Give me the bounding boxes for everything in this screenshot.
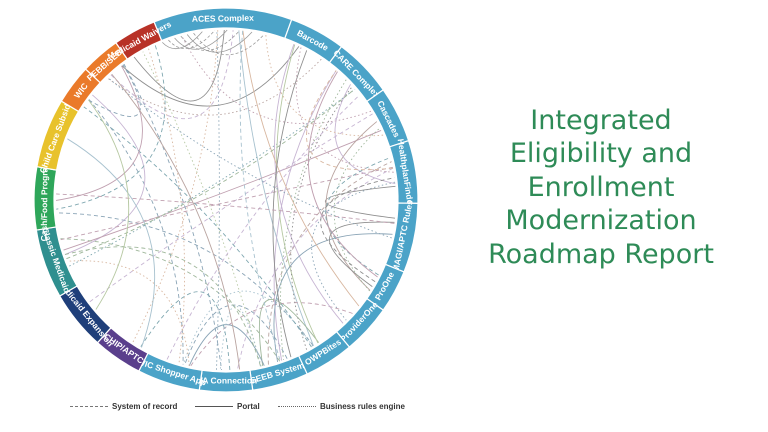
solid-line-swatch [195, 406, 233, 407]
chord-link [60, 238, 281, 362]
chord-link [276, 44, 319, 344]
title-line: Roadmap Report [488, 238, 714, 270]
chord-link [133, 29, 225, 102]
chord-link [237, 167, 394, 370]
chord-link [258, 299, 319, 367]
chord-link [216, 30, 220, 370]
chord-link [186, 31, 253, 53]
chord-link [190, 302, 353, 367]
title-line: Modernization [505, 205, 697, 237]
chord-link [265, 34, 384, 137]
chord-link [110, 30, 234, 120]
legend-label: Business rules engine [320, 402, 405, 411]
title-line: Enrollment [527, 171, 675, 203]
chord-link [180, 30, 240, 51]
chord-link [64, 246, 262, 367]
inner-circle [54, 28, 398, 372]
chord-link [333, 127, 381, 292]
chord-link [181, 35, 372, 125]
chord-link [88, 99, 184, 365]
title-line: Eligibility and [509, 138, 693, 170]
chord-link [64, 94, 146, 255]
chord-link [238, 30, 314, 346]
chord-link [111, 73, 241, 370]
chord-link [311, 181, 396, 321]
chord-link [56, 193, 395, 224]
chord-link [89, 113, 373, 303]
chord-link [107, 58, 322, 116]
dashed-line-swatch [70, 406, 108, 407]
chord-link [182, 290, 314, 365]
chord-link [174, 29, 228, 50]
chord-link [69, 88, 356, 267]
connection-chords [54, 28, 398, 372]
chord-link [166, 94, 360, 360]
segment-label: WA Connection [195, 375, 257, 385]
chord-link [148, 48, 186, 364]
chord-link [325, 121, 378, 291]
segment-label: Cash/Food Programs [39, 155, 50, 241]
chord-link [334, 84, 396, 185]
segment-label: ACES Complex [192, 13, 254, 24]
chord-link [162, 31, 203, 50]
legend-label: System of record [112, 402, 178, 411]
chord-link [184, 304, 288, 366]
chord-link [239, 30, 281, 362]
legend-item-system-of-record: System of record [70, 402, 177, 411]
legend-item-business-rules-engine: Business rules engine [278, 402, 405, 411]
chord-link [56, 45, 166, 210]
chord-link [66, 88, 356, 260]
chord-link [274, 43, 344, 324]
chord-link [63, 130, 382, 251]
chord-link [242, 30, 360, 307]
legend-label: Portal [237, 402, 260, 411]
chord-link [140, 291, 231, 370]
chord-link [272, 50, 308, 358]
chord-link [219, 305, 262, 370]
report-title: Integrated Eligibility and Enrollment Mo… [470, 104, 732, 271]
chord-link [67, 138, 156, 348]
chord-link [273, 233, 393, 363]
title-line: Integrated [530, 105, 672, 136]
chord-link [142, 51, 262, 367]
chord-link [56, 212, 314, 347]
legend-item-portal: Portal [195, 402, 260, 411]
chord-link [308, 71, 378, 278]
chord-link [329, 221, 395, 287]
chord-link [320, 177, 395, 283]
chord-link [273, 70, 337, 361]
chord-link [88, 99, 130, 310]
chord-link [121, 46, 300, 107]
chord-link [83, 106, 312, 348]
chord-link [290, 86, 353, 350]
dotted-line-swatch [278, 406, 316, 407]
ring-segment [115, 21, 163, 60]
chord-link [188, 324, 265, 367]
chord-link [60, 166, 393, 241]
chord-link [55, 65, 143, 201]
chord-link [193, 32, 265, 56]
chord-link [107, 77, 392, 239]
chord-link [306, 70, 394, 171]
